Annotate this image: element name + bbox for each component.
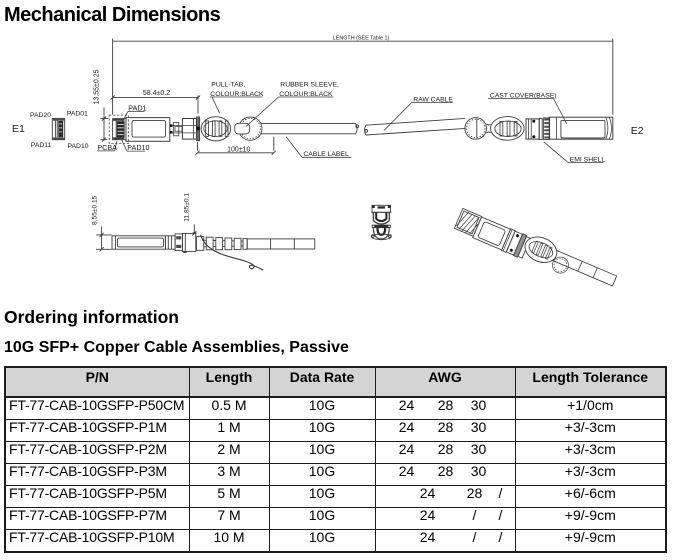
svg-text:PCBA: PCBA [97, 143, 117, 152]
svg-text:58.4±0.2: 58.4±0.2 [143, 90, 170, 97]
svg-text:11.85±0.1: 11.85±0.1 [184, 193, 191, 222]
svg-text:PAD01: PAD01 [67, 110, 88, 117]
svg-text:13.55±0.25: 13.55±0.25 [94, 69, 101, 104]
svg-text:CABLE LABEL: CABLE LABEL [303, 151, 349, 158]
svg-text:EMI SHELL: EMI SHELL [570, 156, 606, 163]
svg-text:PAD10: PAD10 [68, 143, 89, 150]
svg-text:PAD20: PAD20 [30, 112, 51, 119]
svg-text:CAST COVER(BASE): CAST COVER(BASE) [490, 92, 557, 99]
svg-text:PAD10: PAD10 [127, 143, 149, 152]
svg-text:PAD1: PAD1 [128, 104, 146, 113]
svg-text:RUBBER SLEEVE,: RUBBER SLEEVE, [280, 82, 339, 89]
svg-text:LENGTH (SEE Table 1): LENGTH (SEE Table 1) [333, 36, 390, 42]
svg-text:E1: E1 [12, 123, 25, 135]
svg-text:100±10: 100±10 [227, 146, 250, 153]
svg-text:E2: E2 [631, 125, 644, 137]
svg-text:COLOUR:BLACK: COLOUR:BLACK [210, 91, 264, 98]
svg-text:RAW CABLE: RAW CABLE [413, 96, 453, 103]
svg-text:COLOUR:BLACK: COLOUR:BLACK [279, 91, 333, 98]
svg-text:PAD11: PAD11 [31, 142, 52, 149]
svg-text:8.55±0.15: 8.55±0.15 [91, 195, 98, 225]
svg-text:PULL-TAB,: PULL-TAB, [211, 82, 245, 89]
